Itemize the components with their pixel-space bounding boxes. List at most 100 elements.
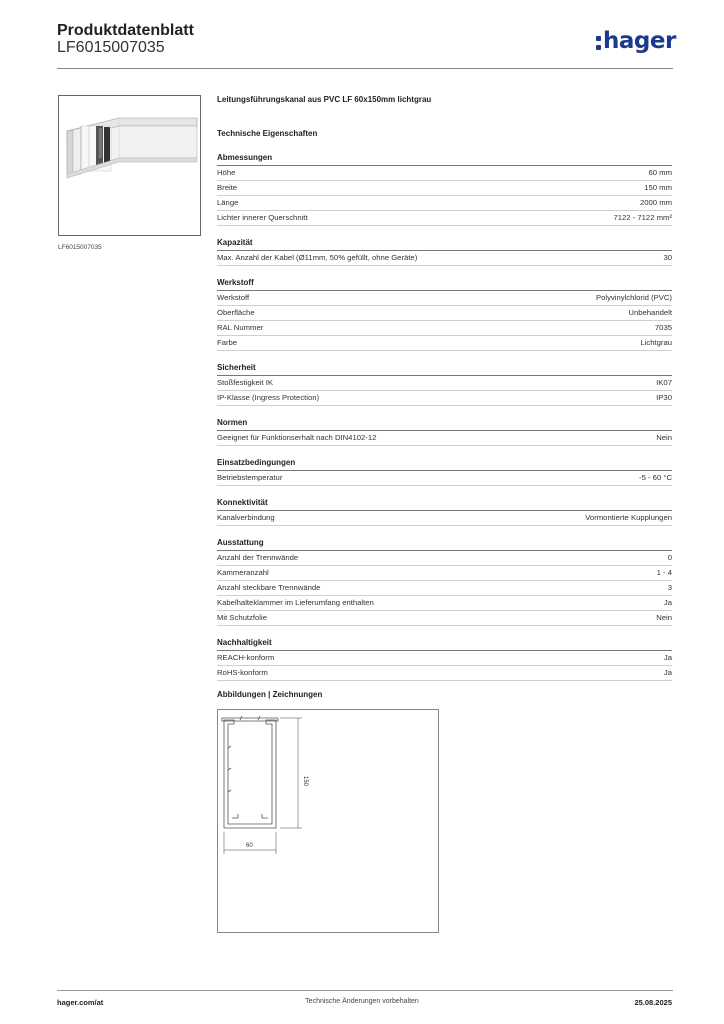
property-row: Anzahl steckbare Trennwände 3	[217, 581, 672, 596]
property-value: 60 mm	[648, 168, 673, 177]
property-label: Breite	[217, 183, 238, 192]
property-value: Nein	[656, 613, 672, 622]
property-label: Kammeranzahl	[217, 568, 269, 577]
property-label: Max. Anzahl der Kabel (Ø11mm, 50% gefüll…	[217, 253, 418, 262]
technical-drawing: 150 60	[217, 709, 439, 933]
section-title: Werkstoff	[217, 278, 672, 291]
property-value: Vormontierte Kupplungen	[585, 513, 672, 522]
property-label: IP-Klasse (Ingress Protection)	[217, 393, 320, 402]
property-value: 30	[663, 253, 672, 262]
property-value: Ja	[663, 668, 672, 677]
section-title: Normen	[217, 418, 672, 431]
header-divider	[57, 68, 673, 69]
property-row: Kanalverbindung Vormontierte Kupplungen	[217, 511, 672, 526]
product-description: Leitungsführungskanal aus PVC LF 60x150m…	[217, 95, 432, 104]
property-row: Werkstoff Polyvinylchlorid (PVC)	[217, 291, 672, 306]
footer-disclaimer: Technische Änderungen vorbehalten	[305, 998, 419, 1005]
property-label: Geeignet für Funktionserhalt nach DIN410…	[217, 433, 377, 442]
product-image-caption: LF6015007035	[58, 244, 102, 251]
product-code: LF6015007035	[57, 39, 165, 56]
drawings-heading: Abbildungen | Zeichnungen	[217, 690, 323, 699]
property-label: Kanalverbindung	[217, 513, 275, 522]
footer-website: hager.com/at	[57, 998, 104, 1007]
property-row: IP-Klasse (Ingress Protection) IP30	[217, 391, 672, 406]
property-label: Kabelhalteklammer im Lieferumfang enthal…	[217, 598, 374, 607]
section-title: Nachhaltigkeit	[217, 638, 672, 651]
dim-width-label: 60	[246, 843, 253, 849]
property-row: Lichter innerer Querschnitt 7122 - 7122 m…	[217, 211, 672, 226]
property-value: IK07	[656, 378, 672, 387]
property-label: RoHS-konform	[217, 668, 268, 677]
property-row: Länge 2000 mm	[217, 196, 672, 211]
property-row: Höhe 60 mm	[217, 166, 672, 181]
cross-section-drawing-icon: 150 60	[221, 715, 308, 854]
main-content: Leitungsführungskanal aus PVC LF 60x150m…	[217, 95, 672, 681]
property-row: RoHS-konform Ja	[217, 666, 672, 681]
property-row: Kabelhalteklammer im Lieferumfang enthal…	[217, 596, 672, 611]
page-title: Produktdatenblatt	[57, 22, 194, 39]
property-value: Polyvinylchlorid (PVC)	[595, 293, 672, 302]
property-value: 1 - 4	[656, 568, 672, 577]
property-row: Betriebstemperatur -5 - 60 °C	[217, 471, 672, 486]
property-value: -5 - 60 °C	[639, 473, 672, 482]
property-label: Höhe	[217, 168, 236, 177]
property-label: Lichter innerer Querschnitt	[217, 213, 308, 222]
section-title: Ausstattung	[217, 538, 672, 551]
logo-text: hager	[603, 28, 676, 54]
property-row: REACH-konform Ja	[217, 651, 672, 666]
property-row: Breite 150 mm	[217, 181, 672, 196]
property-row: Geeignet für Funktionserhalt nach DIN410…	[217, 431, 672, 446]
section-title: Konnektivität	[217, 498, 672, 511]
footer-divider	[57, 990, 673, 991]
property-row: Max. Anzahl der Kabel (Ø11mm, 50% gefüll…	[217, 251, 672, 266]
property-label: Anzahl der Trennwände	[217, 553, 299, 562]
property-label: Oberfläche	[217, 308, 255, 317]
property-value: Unbehandelt	[628, 308, 672, 317]
property-label: Stoßfestigkeit IK	[217, 378, 273, 387]
hager-logo: hager	[596, 28, 676, 54]
section-title: Sicherheit	[217, 363, 672, 376]
cable-duct-icon	[66, 117, 198, 179]
property-label: Anzahl steckbare Trennwände	[217, 583, 321, 592]
property-value: 3	[667, 583, 672, 592]
property-value: 150 mm	[644, 183, 672, 192]
property-row: Farbe Lichtgrau	[217, 336, 672, 351]
property-value: Lichtgrau	[640, 338, 672, 347]
property-row: Kammeranzahl 1 - 4	[217, 566, 672, 581]
product-image	[58, 95, 201, 236]
property-row: Stoßfestigkeit IK IK07	[217, 376, 672, 391]
property-row: Mit Schutzfolie Nein	[217, 611, 672, 626]
property-label: Mit Schutzfolie	[217, 613, 267, 622]
logo-dots-icon	[596, 36, 601, 50]
section-title: Einsatzbedingungen	[217, 458, 672, 471]
property-value: 2000 mm	[639, 198, 672, 207]
section-title: Kapazität	[217, 238, 672, 251]
dim-height-label: 150	[302, 776, 308, 787]
tech-properties-heading: Technische Eigenschaften	[217, 129, 318, 138]
property-label: REACH-konform	[217, 653, 275, 662]
property-value: Ja	[663, 653, 672, 662]
section-title: Abmessungen	[217, 153, 672, 166]
property-value: Nein	[656, 433, 672, 442]
property-label: Werkstoff	[217, 293, 250, 302]
footer-date: 25.08.2025	[634, 998, 672, 1007]
property-label: Länge	[217, 198, 239, 207]
property-value: IP30	[656, 393, 672, 402]
property-value: 7122 - 7122 mm²	[613, 213, 672, 222]
property-value: 7035	[654, 323, 672, 332]
property-label: RAL Nummer	[217, 323, 264, 332]
property-row: RAL Nummer 7035	[217, 321, 672, 336]
property-label: Betriebstemperatur	[217, 473, 283, 482]
property-label: Farbe	[217, 338, 238, 347]
